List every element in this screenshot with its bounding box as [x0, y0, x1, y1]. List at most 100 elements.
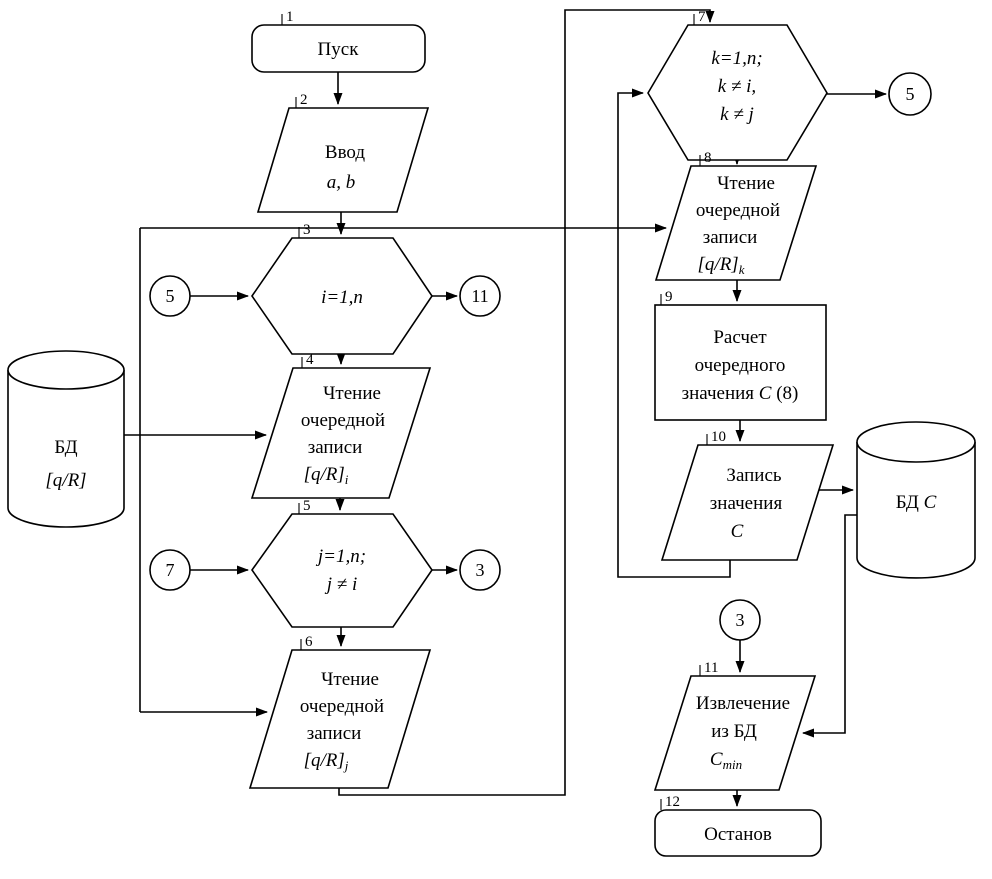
loop-j-condition-line1: j=1,n;: [315, 546, 366, 567]
write-var: C: [731, 521, 744, 542]
database-c-label-var: C: [924, 492, 937, 513]
read-k-value: [q/R]k: [698, 254, 745, 277]
calc-line3-post: (8): [771, 383, 798, 404]
input-block: [256, 107, 430, 213]
node-start: 1 Пуск: [251, 9, 426, 73]
loop-k-number: 7: [698, 9, 706, 25]
extract-var: Cmin: [710, 749, 742, 772]
node-loop-k: 7 k=1,n; k ≠ i, k ≠ j: [647, 9, 828, 161]
read-j-line3: записи: [307, 723, 362, 744]
read-i-line2: очередной: [301, 410, 385, 431]
connector-5-right-circle: [888, 72, 932, 116]
read-i-value-main: [q/R]: [304, 464, 345, 485]
connector-3-right-label: 3: [476, 560, 485, 580]
node-input: 2 Ввод a, b: [256, 92, 430, 213]
write-line2: значения: [710, 493, 783, 514]
extract-block: [653, 675, 817, 791]
calc-line3-pre: значения: [682, 383, 759, 404]
loop-j-block: [251, 513, 433, 628]
connector-7-left-circle: [149, 549, 191, 591]
node-extract: 11 Извлечение из БД Cmin: [653, 660, 817, 791]
connector-11-right-circle: [459, 275, 501, 317]
database-c: БД C: [856, 421, 976, 579]
connector-5-right: 5: [888, 72, 932, 116]
loop-i-block: [251, 237, 433, 355]
read-i-line3: записи: [308, 437, 363, 458]
read-j-line1: Чтение: [321, 669, 379, 690]
input-label-line2: a, b: [327, 172, 356, 193]
database-c-top: [856, 421, 976, 463]
read-k-line1: Чтение: [717, 173, 775, 194]
edges: [124, 9, 887, 807]
read-i-line1: Чтение: [323, 383, 381, 404]
connector-11-right: 11: [459, 275, 501, 317]
loop-k-condition-line1: k=1,n;: [711, 48, 762, 69]
read-k-block: [654, 165, 818, 281]
node-calc: 9 Расчет очередного значения C (8): [654, 289, 827, 421]
extract-var-sub: min: [723, 757, 743, 772]
read-j-number: 6: [305, 634, 313, 650]
database-qr-label-line2: [q/R]: [45, 470, 86, 491]
connector-7-left: 7: [149, 549, 191, 591]
connector-5-left: 5: [149, 275, 191, 317]
stop-block: [654, 809, 822, 857]
loop-j-condition-line2: j ≠ i: [324, 574, 358, 595]
database-qr-top: [7, 350, 125, 390]
database-c-body: [856, 442, 976, 579]
read-j-line2: очередной: [300, 696, 384, 717]
loop-k-condition-line2: k ≠ i,: [718, 76, 756, 97]
node-loop-j: 5 j=1,n; j ≠ i: [251, 498, 433, 628]
arrow-write-to-loopk: [617, 88, 731, 578]
loop-k-condition-line3: k ≠ j: [720, 104, 754, 125]
read-k-line2: очередной: [696, 200, 780, 221]
database-c-label-pre: БД: [896, 492, 924, 513]
write-block: [660, 444, 835, 561]
calc-block: [654, 304, 827, 421]
read-i-value: [q/R]i: [304, 464, 349, 487]
read-k-number: 8: [704, 150, 712, 166]
extract-var-main: C: [710, 749, 723, 770]
stop-label: Останов: [704, 824, 772, 845]
database-c-label: БД C: [896, 492, 937, 513]
database-qr-body: [7, 370, 125, 528]
connector-5-left-circle: [149, 275, 191, 317]
input-label-line1: Ввод: [325, 142, 365, 163]
read-k-value-main: [q/R]: [698, 254, 739, 275]
arrow-dbc-to-extract: [802, 514, 857, 738]
arrow-readj-to-loopk: [338, 9, 715, 796]
read-i-number: 4: [306, 352, 314, 368]
loop-k-block: [647, 24, 828, 161]
connector-3-right: 3: [459, 549, 501, 591]
database-qr-label-line1: БД: [54, 437, 77, 458]
start-block: [251, 24, 426, 73]
connector-3-bottom: 3: [719, 599, 761, 641]
extract-number: 11: [704, 660, 718, 676]
node-read-j: 6 Чтение очередной записи [q/R]j: [248, 634, 432, 789]
calc-line3-var: C: [759, 383, 772, 404]
connector-5-left-label: 5: [166, 286, 175, 306]
calc-number: 9: [665, 289, 673, 305]
write-number: 10: [711, 429, 726, 445]
connector-3-bottom-circle: [719, 599, 761, 641]
read-j-value-main: [q/R]: [304, 750, 345, 771]
calc-line1: Расчет: [713, 327, 767, 348]
loop-i-condition: i=1,n: [321, 287, 363, 308]
node-stop: 12 Останов: [654, 794, 822, 857]
calc-line2: очередного: [695, 355, 786, 376]
read-j-block: [248, 649, 432, 789]
read-k-value-sub: k: [739, 262, 745, 277]
connector-7-left-label: 7: [166, 560, 175, 580]
read-j-value: [q/R]j: [304, 750, 349, 773]
node-read-k: 8 Чтение очередной записи [q/R]k: [654, 150, 818, 281]
connector-5-right-label: 5: [906, 84, 915, 104]
connector-3-bottom-label: 3: [736, 610, 745, 630]
node-loop-i: 3 i=1,n: [251, 222, 433, 355]
stop-number: 12: [665, 794, 680, 810]
input-number: 2: [300, 92, 308, 108]
loop-j-number: 5: [303, 498, 311, 514]
read-i-value-sub: i: [345, 472, 349, 487]
start-label: Пуск: [318, 39, 360, 60]
calc-line3: значения C (8): [682, 383, 799, 404]
connector-3-right-circle: [459, 549, 501, 591]
